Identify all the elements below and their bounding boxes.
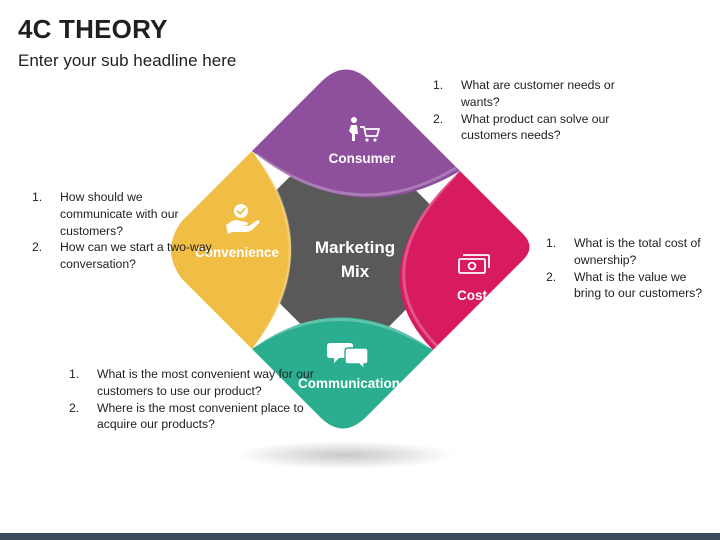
diagram-shadow [235, 441, 455, 469]
list-item-number: 1. [546, 236, 557, 250]
hand-check-icon [226, 204, 260, 234]
list-item-number: 1. [32, 190, 43, 204]
communication-segment[interactable] [252, 317, 433, 429]
footer-bar [0, 533, 720, 540]
convenience-segment[interactable] [171, 151, 291, 349]
list-item-text: How can we start a two-way conversation? [60, 240, 212, 272]
list-item: 2. Where is the most convenient place to … [69, 400, 329, 434]
communication-questions: 1. What is the most convenient way for ou… [69, 366, 329, 433]
list-item: 1. What is the most convenient way for ou… [69, 366, 329, 400]
list-item: 2. What product can solve our customers n… [433, 111, 633, 145]
communication-label: Communication [298, 376, 400, 391]
list-item: 1. What are customer needs or wants? [433, 77, 633, 111]
list-item-text: What is the most convenient way for our … [97, 367, 314, 398]
convenience-questions: 1. How should we communicate with our cus… [32, 189, 212, 273]
list-item: 1. How should we communicate with our cus… [32, 189, 212, 239]
list-item-number: 2. [69, 400, 80, 415]
consumer-label: Consumer [329, 151, 397, 166]
list-item-number: 2. [32, 240, 43, 255]
list-item-text: What is the value we bring to our custom… [574, 269, 703, 301]
consumer-questions: 1. What are customer needs or wants? 2. Wh… [433, 77, 633, 144]
list-item-number: 1. [69, 367, 80, 381]
cost-questions: 1. What is the total cost of ownership? 2… [546, 235, 716, 302]
slide-title: 4C THEORY [18, 14, 168, 44]
cost-segment[interactable] [399, 171, 530, 350]
list-item-number: 2. [546, 269, 557, 284]
list-item: 1. What is the total cost of ownership? [546, 235, 716, 269]
list-item-number: 2. [433, 111, 444, 126]
list-item: 2. What is the value we bring to our cust… [546, 269, 716, 303]
list-item: 2. How can we start a two-way conversatio… [32, 239, 212, 273]
chat-bubbles-icon [327, 343, 369, 371]
list-item-text: Where is the most convenient place to ac… [97, 400, 304, 432]
shopping-cart-person-icon [349, 117, 380, 142]
list-item-text: What is the total cost of ownership? [574, 236, 701, 267]
slide-subtitle: Enter your sub headline here [18, 51, 237, 70]
center-label-line2: Mix [341, 262, 370, 281]
money-bill-icon [458, 254, 490, 274]
cost-label: Cost [457, 288, 488, 303]
list-item-text: What are customer needs or wants? [461, 78, 615, 109]
convenience-label: Convenience [195, 245, 280, 260]
center-label-line1: Marketing [315, 238, 395, 257]
list-item-number: 1. [433, 78, 444, 92]
list-item-text: How should we communicate with our custo… [60, 190, 179, 238]
list-item-text: What product can solve our customers nee… [461, 111, 610, 143]
